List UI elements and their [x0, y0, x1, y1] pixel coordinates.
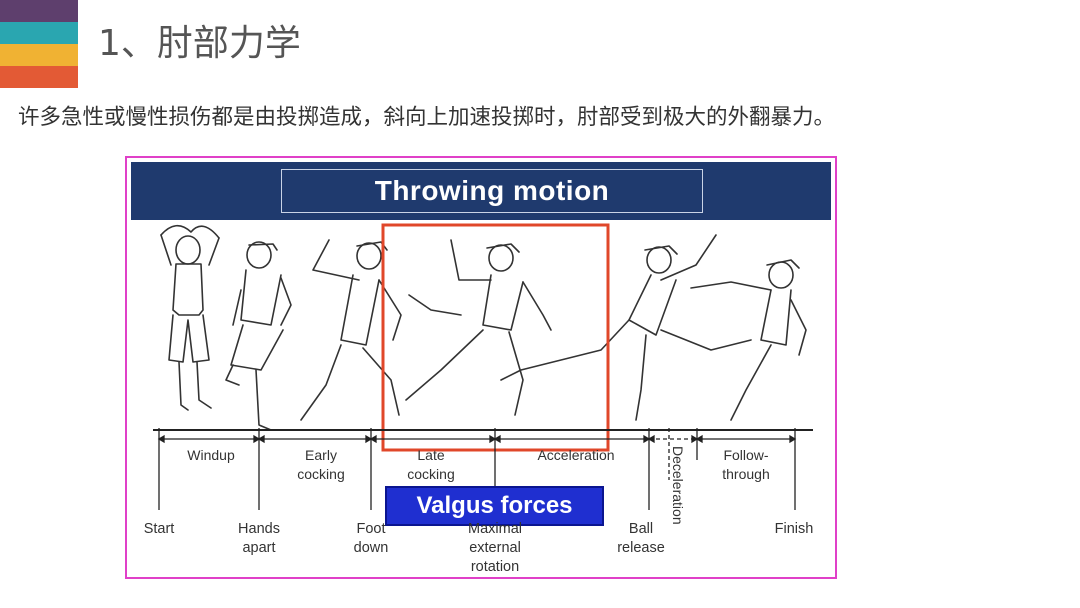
pitcher-figure-early-cocking [300, 239, 402, 421]
slide-title: 1、肘部力学 [98, 23, 301, 64]
phase-label-late-cocking: Late cocking [407, 447, 455, 482]
phase-label-acceleration: Acceleration [537, 447, 615, 463]
pitcher-figure-acceleration [500, 234, 717, 421]
throwing-illustration [153, 223, 813, 510]
stripe-orange [0, 66, 78, 88]
phase-label-windup: Windup [187, 447, 235, 463]
phase-label-deceleration: Deceleration [670, 446, 686, 525]
event-label-ball-release: Ball release [617, 521, 665, 556]
figure-frame: Throwing motion [125, 156, 837, 579]
pitcher-figure-late-cocking [405, 239, 552, 416]
late-cocking-highlight [381, 223, 610, 452]
figure-title-box: Throwing motion [281, 169, 703, 213]
event-label-finish: Finish [774, 521, 814, 537]
figure-title: Throwing motion [374, 175, 610, 206]
phase-label-early-cocking: Early cocking [297, 447, 345, 482]
decorative-stripes [0, 0, 78, 88]
phase-timeline [157, 428, 797, 510]
phase-label-follow-through: Follow- through [722, 447, 770, 482]
stripe-teal [0, 22, 78, 44]
pitcher-figure-hands-apart [225, 241, 292, 431]
event-label-foot-down: Foot down [353, 521, 389, 556]
stripe-yellow [0, 44, 78, 66]
valgus-forces-box: Valgus forces [385, 486, 604, 526]
event-label-hands-apart: Hands apart [238, 521, 280, 556]
pitcher-figure-follow-through [660, 259, 807, 421]
event-label-max-external-rotation: Maximal external rotation [468, 521, 522, 573]
figure-canvas: Windup Early cocking Late cocking Accele… [131, 220, 831, 573]
slide-subtitle: 许多急性或慢性损伤都是由投掷造成，斜向上加速投掷时，肘部受到极大的外翻暴力。 [18, 105, 836, 130]
stripe-purple [0, 0, 78, 22]
throwing-motion-figure: Throwing motion [131, 162, 831, 573]
valgus-forces-label: Valgus forces [416, 492, 573, 519]
pitcher-figure-windup [160, 224, 220, 411]
event-label-start: Start [143, 521, 175, 537]
figure-banner: Throwing motion [131, 162, 831, 220]
